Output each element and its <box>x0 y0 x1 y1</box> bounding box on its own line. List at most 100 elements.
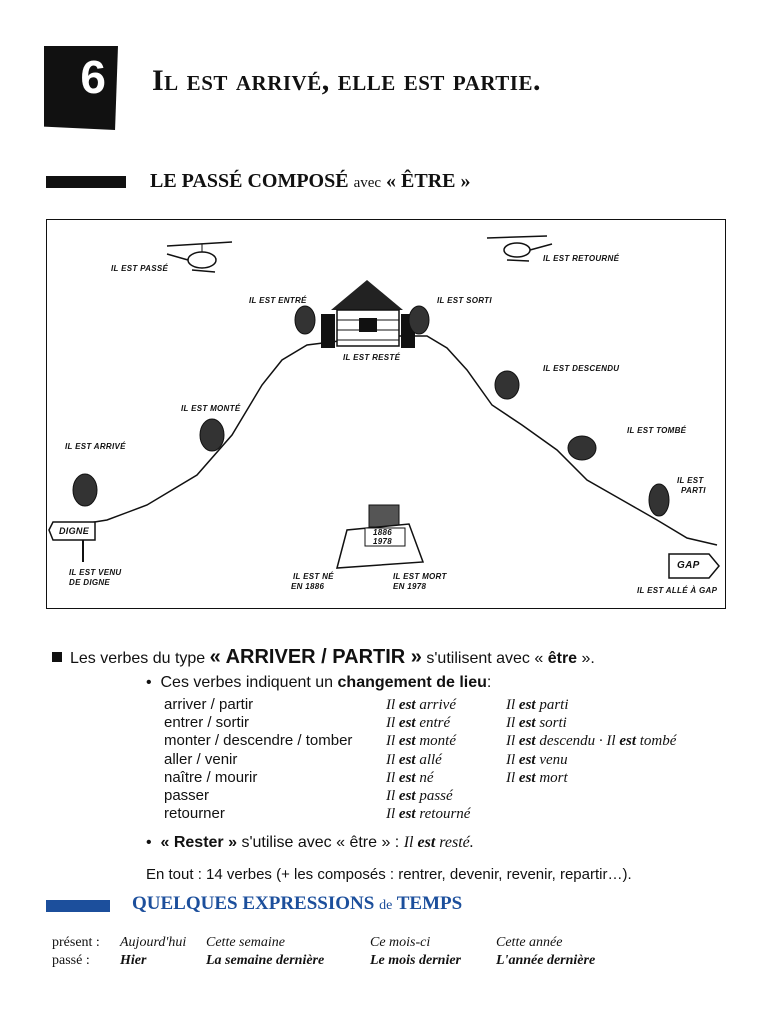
verb-form-part: Il <box>506 733 516 750</box>
section-title-expressions: QUELQUES EXPRESSIONS de TEMPS <box>132 893 462 915</box>
mountain-outline <box>56 335 718 546</box>
rule-suffix: s'utilisent avec « <box>426 650 544 667</box>
verb-form-part: Il <box>386 733 396 750</box>
verb-form-part: allé <box>419 751 442 768</box>
verb-form: Il est monté <box>386 732 470 750</box>
label-mort-1: IL EST MORT <box>393 572 447 581</box>
expr-col-4: Cette année L'année dernière <box>496 934 595 970</box>
label-monte: IL EST MONTÉ <box>181 404 241 413</box>
rule-verbs: « ARRIVER / PARTIR » <box>209 646 422 668</box>
label-passe: IL EST PASSÉ <box>111 264 169 273</box>
verb-form: Il est né <box>386 769 470 787</box>
verb-item: monter / descendre / tomber <box>164 732 353 750</box>
label-present: présent : <box>52 935 100 950</box>
bullet2-il: Il <box>403 834 414 851</box>
hiker-arrive-icon <box>72 473 98 507</box>
section-title-passe-compose: LE PASSÉ COMPOSÉ avec « ÊTRE » <box>150 170 471 193</box>
section2-b: TEMPS <box>396 893 463 914</box>
hiker-sorti-icon <box>408 305 430 335</box>
label-reste: IL EST RESTÉ <box>343 353 401 362</box>
verb-form-part: descendu <box>539 733 596 750</box>
expr-labels: présent : passé : <box>52 934 100 970</box>
label-arrive: IL EST ARRIVÉ <box>65 442 126 451</box>
verb-form-part: Il <box>506 697 516 713</box>
verb-item: naître / mourir <box>164 768 258 786</box>
hiker-parti-icon <box>648 483 670 517</box>
expr-present-1: Cette semaine <box>206 935 285 950</box>
verb-form: Il est entré <box>386 714 470 732</box>
verb-form-part: Il <box>386 769 396 786</box>
rule-prefix: Les verbes du type <box>70 650 206 667</box>
verb-item: aller / venir <box>164 750 238 768</box>
verb-form-part: retourné <box>419 806 471 823</box>
label-parti-2: PARTI <box>681 486 706 495</box>
sign-gap-text: GAP <box>677 560 700 571</box>
section2-de: de <box>379 898 393 913</box>
verb-form-part: Il <box>506 769 516 786</box>
label-ne-1: IL EST NÉ <box>293 572 334 581</box>
square-bullet-icon <box>52 652 62 662</box>
mountain-illustration: IL EST PASSÉ IL EST RETOURNÉ IL EST ENTR… <box>46 219 726 609</box>
verb-form: Il est venu <box>506 751 676 769</box>
verb-form-part: est <box>398 806 416 823</box>
verb-form: Il est arrivé <box>386 696 470 714</box>
bullet2-rester: « Rester » <box>160 834 238 851</box>
total-verbs: En tout : 14 verbes (+ les composés : re… <box>146 866 632 883</box>
verb-form: Il est passé <box>386 787 470 805</box>
expr-present-0: Aujourd'hui <box>120 935 187 950</box>
rule-end: ». <box>581 650 595 667</box>
verb-form-part: tombé <box>639 733 677 750</box>
bullet-changement-de-lieu: • Ces verbes indiquent un changement de … <box>146 674 491 692</box>
hiker-monte-icon <box>199 418 225 452</box>
verb-form-part: Il <box>386 715 396 732</box>
label-parti-1: IL EST <box>677 476 704 485</box>
verb-form-part: est <box>518 715 536 732</box>
verb-form-part: passé <box>419 787 453 804</box>
bullet2-text: s'utilise avec « être » : <box>241 834 400 851</box>
mountain-drawing <box>48 235 720 579</box>
verb-form-part: est <box>518 697 536 713</box>
verb-item: arriver / partir <box>164 696 254 713</box>
sign-gap-icon <box>668 553 720 579</box>
verb-form-part: Il <box>386 787 396 804</box>
label-retourne: IL EST RETOURNÉ <box>543 254 620 263</box>
bullet-rester: • « Rester » s'utilise avec « être » : I… <box>146 834 474 852</box>
sign-digne-text: DIGNE <box>59 526 90 536</box>
verb-form-part: est <box>518 733 536 750</box>
verb-item: retourner <box>164 805 225 823</box>
label-sorti: IL EST SORTI <box>437 296 492 305</box>
expr-passe-1: La semaine dernière <box>206 953 325 968</box>
verb-form-part: monté <box>419 733 457 750</box>
expr-present-3: Cette année <box>496 935 563 950</box>
rule-etre: être <box>547 650 578 667</box>
verb-form-part: Il <box>506 715 516 732</box>
helicopter-right-icon <box>486 235 553 262</box>
bullet-dot-icon: • <box>146 674 152 691</box>
verb-form-part: né <box>419 769 434 786</box>
verb-form-part: est <box>518 769 536 786</box>
expr-passe-2: Le mois dernier <box>370 953 461 968</box>
verb-form-part: sorti <box>539 715 567 732</box>
verb-form-part: venu <box>539 751 568 768</box>
verb-form: Il est descendu · Il est tombé <box>506 732 676 750</box>
verb-form-part: · <box>595 733 603 750</box>
verb-form-part: Il <box>386 697 396 713</box>
verb-form: Il est sorti <box>506 714 676 732</box>
expr-passe-0: Hier <box>120 953 147 968</box>
section2-a: QUELQUES EXPRESSIONS <box>132 893 375 914</box>
tombstone-icon <box>336 504 425 569</box>
expr-col-3: Ce mois-ci Le mois dernier <box>370 934 461 970</box>
verb-form-part: Il <box>606 733 616 750</box>
verb-form: Il est mort <box>506 769 676 787</box>
sign-digne-icon <box>48 521 96 562</box>
verb-form-part: est <box>398 751 416 768</box>
label-venu-2: DE DIGNE <box>69 578 111 587</box>
bullet-dot-icon: • <box>146 834 152 851</box>
verb-form-part: parti <box>539 697 569 713</box>
expr-passe-3: L'année dernière <box>496 953 596 968</box>
section-bar <box>46 176 126 188</box>
hikers-group <box>72 305 670 517</box>
helicopter-left-icon <box>166 241 233 273</box>
